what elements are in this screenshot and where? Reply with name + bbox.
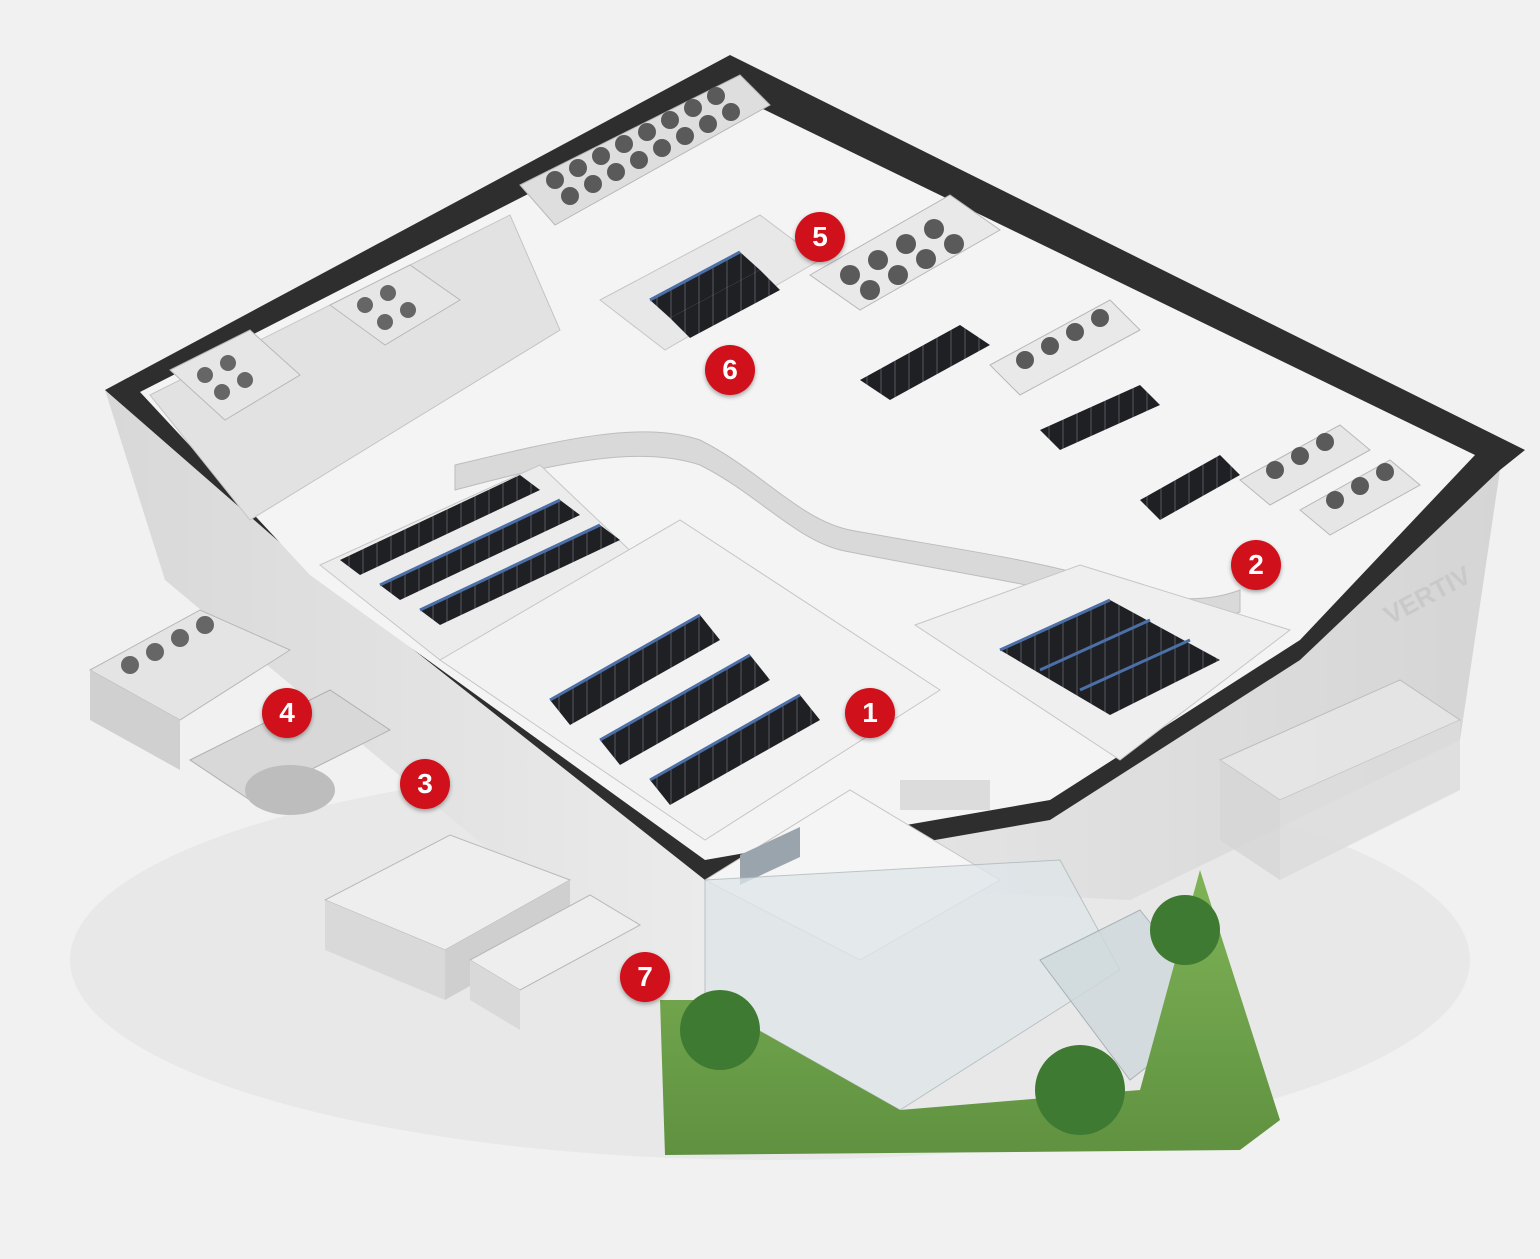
building-left-wall: [105, 390, 705, 1030]
rooftop-condensers-top: [519, 74, 771, 226]
hotspot-marker-6[interactable]: 6: [705, 345, 755, 395]
rooftop-condensers-left: [169, 264, 461, 421]
generator-containers: [323, 834, 642, 1030]
hotspot-marker-3[interactable]: 3: [400, 759, 450, 809]
hotspot-marker-5[interactable]: 5: [795, 212, 845, 262]
hotspot-marker-7[interactable]: 7: [620, 952, 670, 1002]
external-chiller-units: [88, 609, 391, 815]
hotspot-marker-4[interactable]: 4: [262, 688, 312, 738]
external-ahu-right: [1218, 679, 1462, 880]
hotspot-marker-1[interactable]: 1: [845, 688, 895, 738]
hotspot-marker-2[interactable]: 2: [1231, 540, 1281, 590]
mezzanine-ramp: [454, 431, 1241, 622]
tree-icon: [680, 895, 1220, 1135]
data-hall-upper-left: [319, 464, 641, 661]
data-hall-central: [439, 519, 941, 841]
server-room-upper: [599, 194, 1160, 450]
data-hall-right: [913, 564, 1292, 761]
right-mechanical-units: [1140, 424, 1421, 536]
lawn: [660, 870, 1280, 1155]
